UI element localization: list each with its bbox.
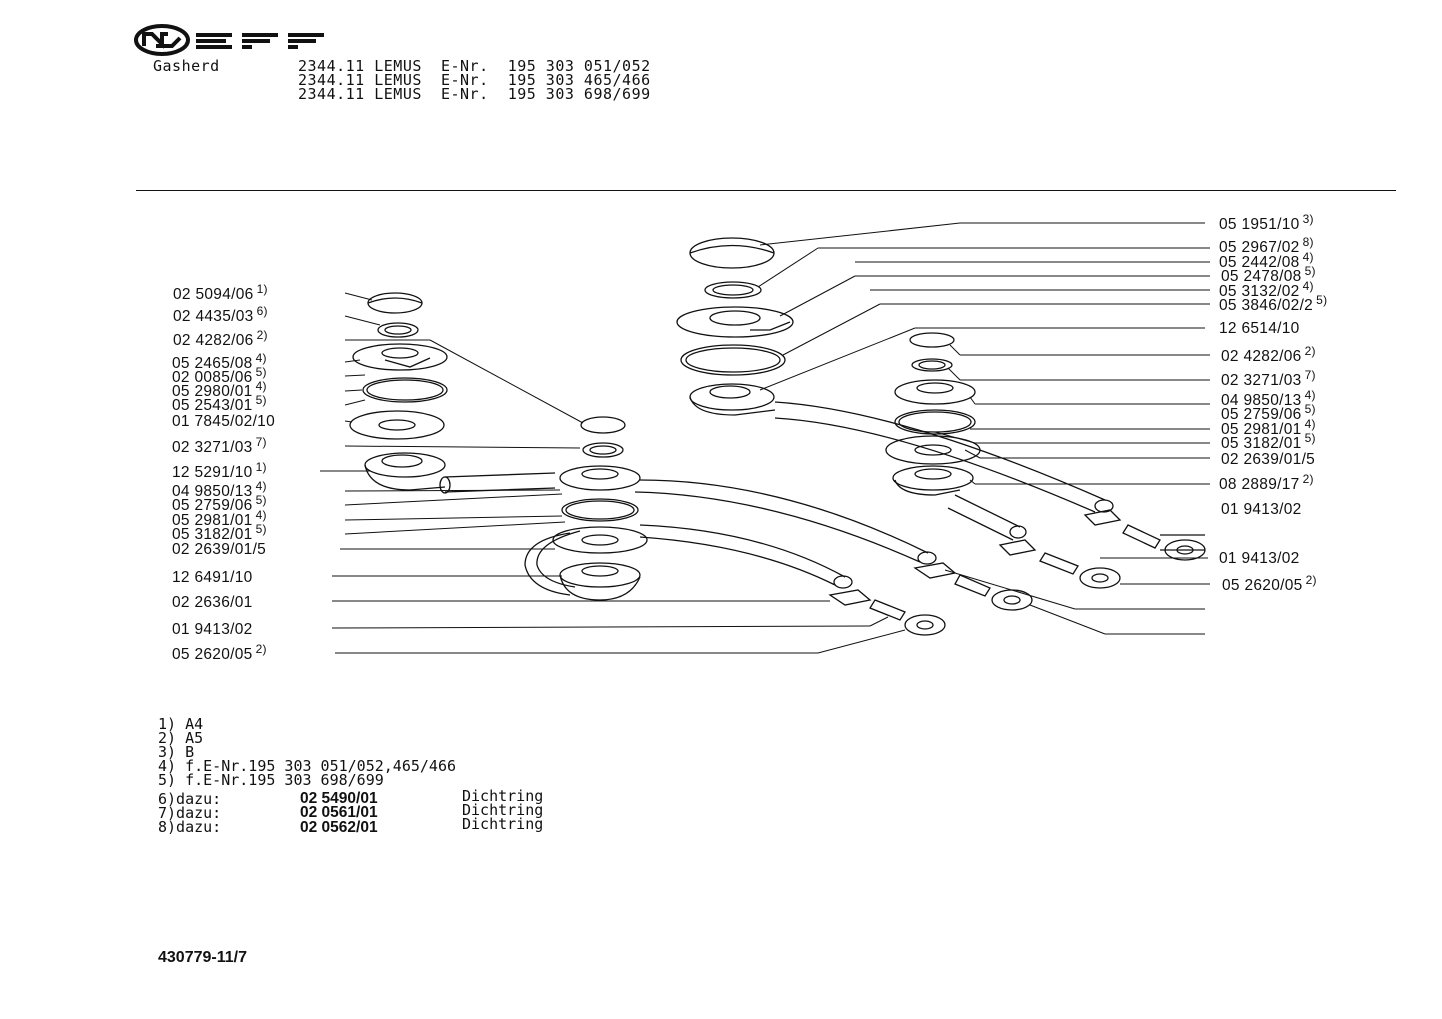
accessory-description: Dichtring (462, 815, 544, 833)
footnote: 2) A5 (158, 729, 204, 747)
footnote: 3) B (158, 743, 195, 761)
model-row-3: 2344.11 LEMUS E-Nr. 195 303 698/699 (298, 85, 651, 103)
accessory-description: Dichtring (462, 787, 544, 805)
right-part-label: 01 9413/02 (1221, 501, 1302, 518)
accessory-description: Dichtring (462, 801, 544, 819)
right-part-label: 02 2639/01/5 (1221, 451, 1316, 468)
header-rule (136, 190, 1396, 191)
left-part-label: 02 2639/01/5 (172, 541, 267, 558)
document-id: 430779-11/7 (158, 949, 247, 966)
left-part-label: 01 9413/02 (172, 621, 253, 638)
left-part-label: 01 7845/02/10 (172, 413, 276, 430)
accessory-part-number: 02 0562/01 (300, 819, 378, 836)
right-part-label: 12 6514/10 (1219, 320, 1300, 337)
accessory-key: 6)dazu: (158, 790, 222, 808)
neff-logo (134, 24, 324, 56)
model-row-2: 2344.11 LEMUS E-Nr. 195 303 465/466 (298, 71, 651, 89)
accessory-key: 7)dazu: (158, 804, 222, 822)
footnote: 4) f.E-Nr.195 303 051/052,465/466 (158, 757, 457, 775)
left-part-label: 02 2636/01 (172, 594, 253, 611)
accessory-part-number: 02 0561/01 (300, 804, 378, 821)
product-type: Gasherd (153, 57, 220, 75)
footnote: 1) A4 (158, 715, 204, 733)
model-row-1: 2344.11 LEMUS E-Nr. 195 303 051/052 (298, 57, 651, 75)
accessory-key: 8)dazu: (158, 818, 222, 836)
footnote: 5) f.E-Nr.195 303 698/699 (158, 771, 384, 789)
accessory-part-number: 02 5490/01 (300, 790, 378, 807)
right-part-label: 01 9413/02 (1219, 550, 1300, 567)
left-part-label: 12 6491/10 (172, 569, 253, 586)
